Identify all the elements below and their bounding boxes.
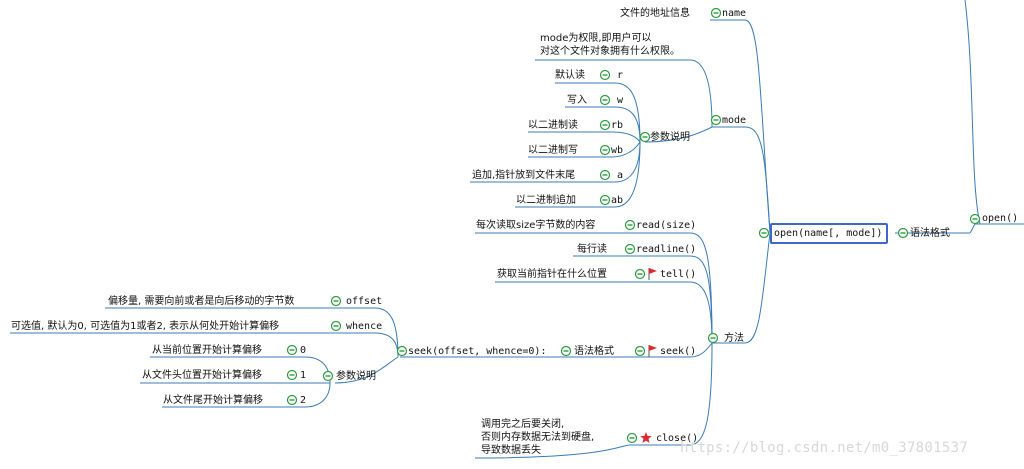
w-description: 写入	[567, 95, 587, 106]
node-name[interactable]: name	[722, 8, 747, 19]
edge	[712, 126, 771, 234]
edge	[528, 141, 641, 158]
edge	[969, 223, 976, 234]
whence2-description: 从文件尾开始计算偏移	[163, 395, 263, 406]
node-whence-1[interactable]: 1	[300, 370, 307, 381]
edge	[555, 82, 641, 143]
red-star-icon	[640, 432, 652, 443]
edge	[573, 255, 713, 344]
node-readline[interactable]: readline()	[636, 244, 697, 255]
rb-description: 以二进制读	[528, 120, 578, 131]
node-whence[interactable]: whence	[346, 321, 383, 332]
ab-description: 以二进制追加	[516, 195, 576, 206]
seek-syntax-label[interactable]: 语法格式	[574, 346, 614, 357]
node-seek[interactable]: seek()	[660, 346, 697, 357]
edge	[162, 382, 331, 408]
edge	[712, 232, 771, 344]
edge	[495, 281, 713, 344]
whence0-description: 从当前位置开始计算偏移	[152, 345, 262, 356]
tell-description: 获取当前指针在什么位置	[497, 269, 607, 280]
seek-signature[interactable]: seek(offset, whence=0):	[408, 346, 547, 357]
open-signature[interactable]: open(name[, mode])	[774, 228, 883, 239]
close-description-line2: 否则内存数据无法到硬盘,	[481, 432, 595, 443]
close-description-line1: 调用完之后要关闭,	[481, 419, 565, 430]
node-ab[interactable]: ab	[611, 195, 624, 206]
node-open[interactable]: open()	[982, 213, 1019, 224]
read-description: 每次读取size字节数的内容	[476, 220, 596, 231]
node-close[interactable]: close()	[656, 433, 699, 444]
r-description: 默认读	[555, 70, 585, 81]
node-offset[interactable]: offset	[346, 296, 383, 307]
edge	[105, 307, 399, 358]
methods-label[interactable]: 方法	[724, 333, 744, 344]
edge	[535, 59, 713, 128]
mode-description-line1: mode为权限,即用户可以	[540, 33, 652, 44]
seek-params-label[interactable]: 参数说明	[336, 371, 376, 382]
readline-description: 每行读	[577, 244, 607, 255]
node-r[interactable]: r	[617, 70, 624, 81]
node-a[interactable]: a	[617, 170, 624, 181]
edge	[334, 356, 399, 384]
edge	[964, 0, 1024, 225]
red-flag-icon	[649, 268, 657, 274]
mode-description-line2: 对这个文件对象拥有什么权限。	[540, 46, 680, 57]
whence1-description: 从文件头位置开始计算偏移	[142, 370, 262, 381]
syntax-label[interactable]: 语法格式	[910, 228, 950, 239]
close-description-line3: 导致数据丢失	[481, 445, 541, 456]
name-description: 文件的地址信息	[620, 8, 690, 19]
node-whence-0[interactable]: 0	[300, 345, 307, 356]
edge	[528, 131, 641, 143]
offset-description: 偏移量, 需要向前或者是向后移动的字节数	[108, 296, 295, 307]
node-tell[interactable]: tell()	[660, 269, 697, 280]
node-mode[interactable]: mode	[722, 115, 747, 126]
node-wb[interactable]: wb	[611, 145, 624, 156]
node-rb[interactable]: rb	[611, 120, 624, 131]
whence-description: 可选值, 默认为0, 可选值为1或者2, 表示从何处开始计算偏移	[11, 321, 280, 332]
open-signature-box[interactable]	[770, 223, 888, 244]
edge	[474, 342, 713, 459]
wb-description: 以二进制写	[528, 145, 578, 156]
edge	[632, 342, 713, 358]
node-w[interactable]: w	[617, 95, 624, 106]
edge	[515, 141, 641, 208]
params-label[interactable]: 参数说明	[650, 132, 690, 143]
edge	[565, 106, 641, 143]
node-read[interactable]: read(size)	[636, 220, 697, 231]
node-whence-2[interactable]: 2	[300, 395, 307, 406]
watermark: https://blog.csdn.net/m0_37801537	[680, 440, 969, 456]
red-flag-icon	[649, 345, 657, 351]
edge	[644, 126, 713, 143]
a-description: 追加,指针放到文件末尾	[472, 170, 576, 181]
